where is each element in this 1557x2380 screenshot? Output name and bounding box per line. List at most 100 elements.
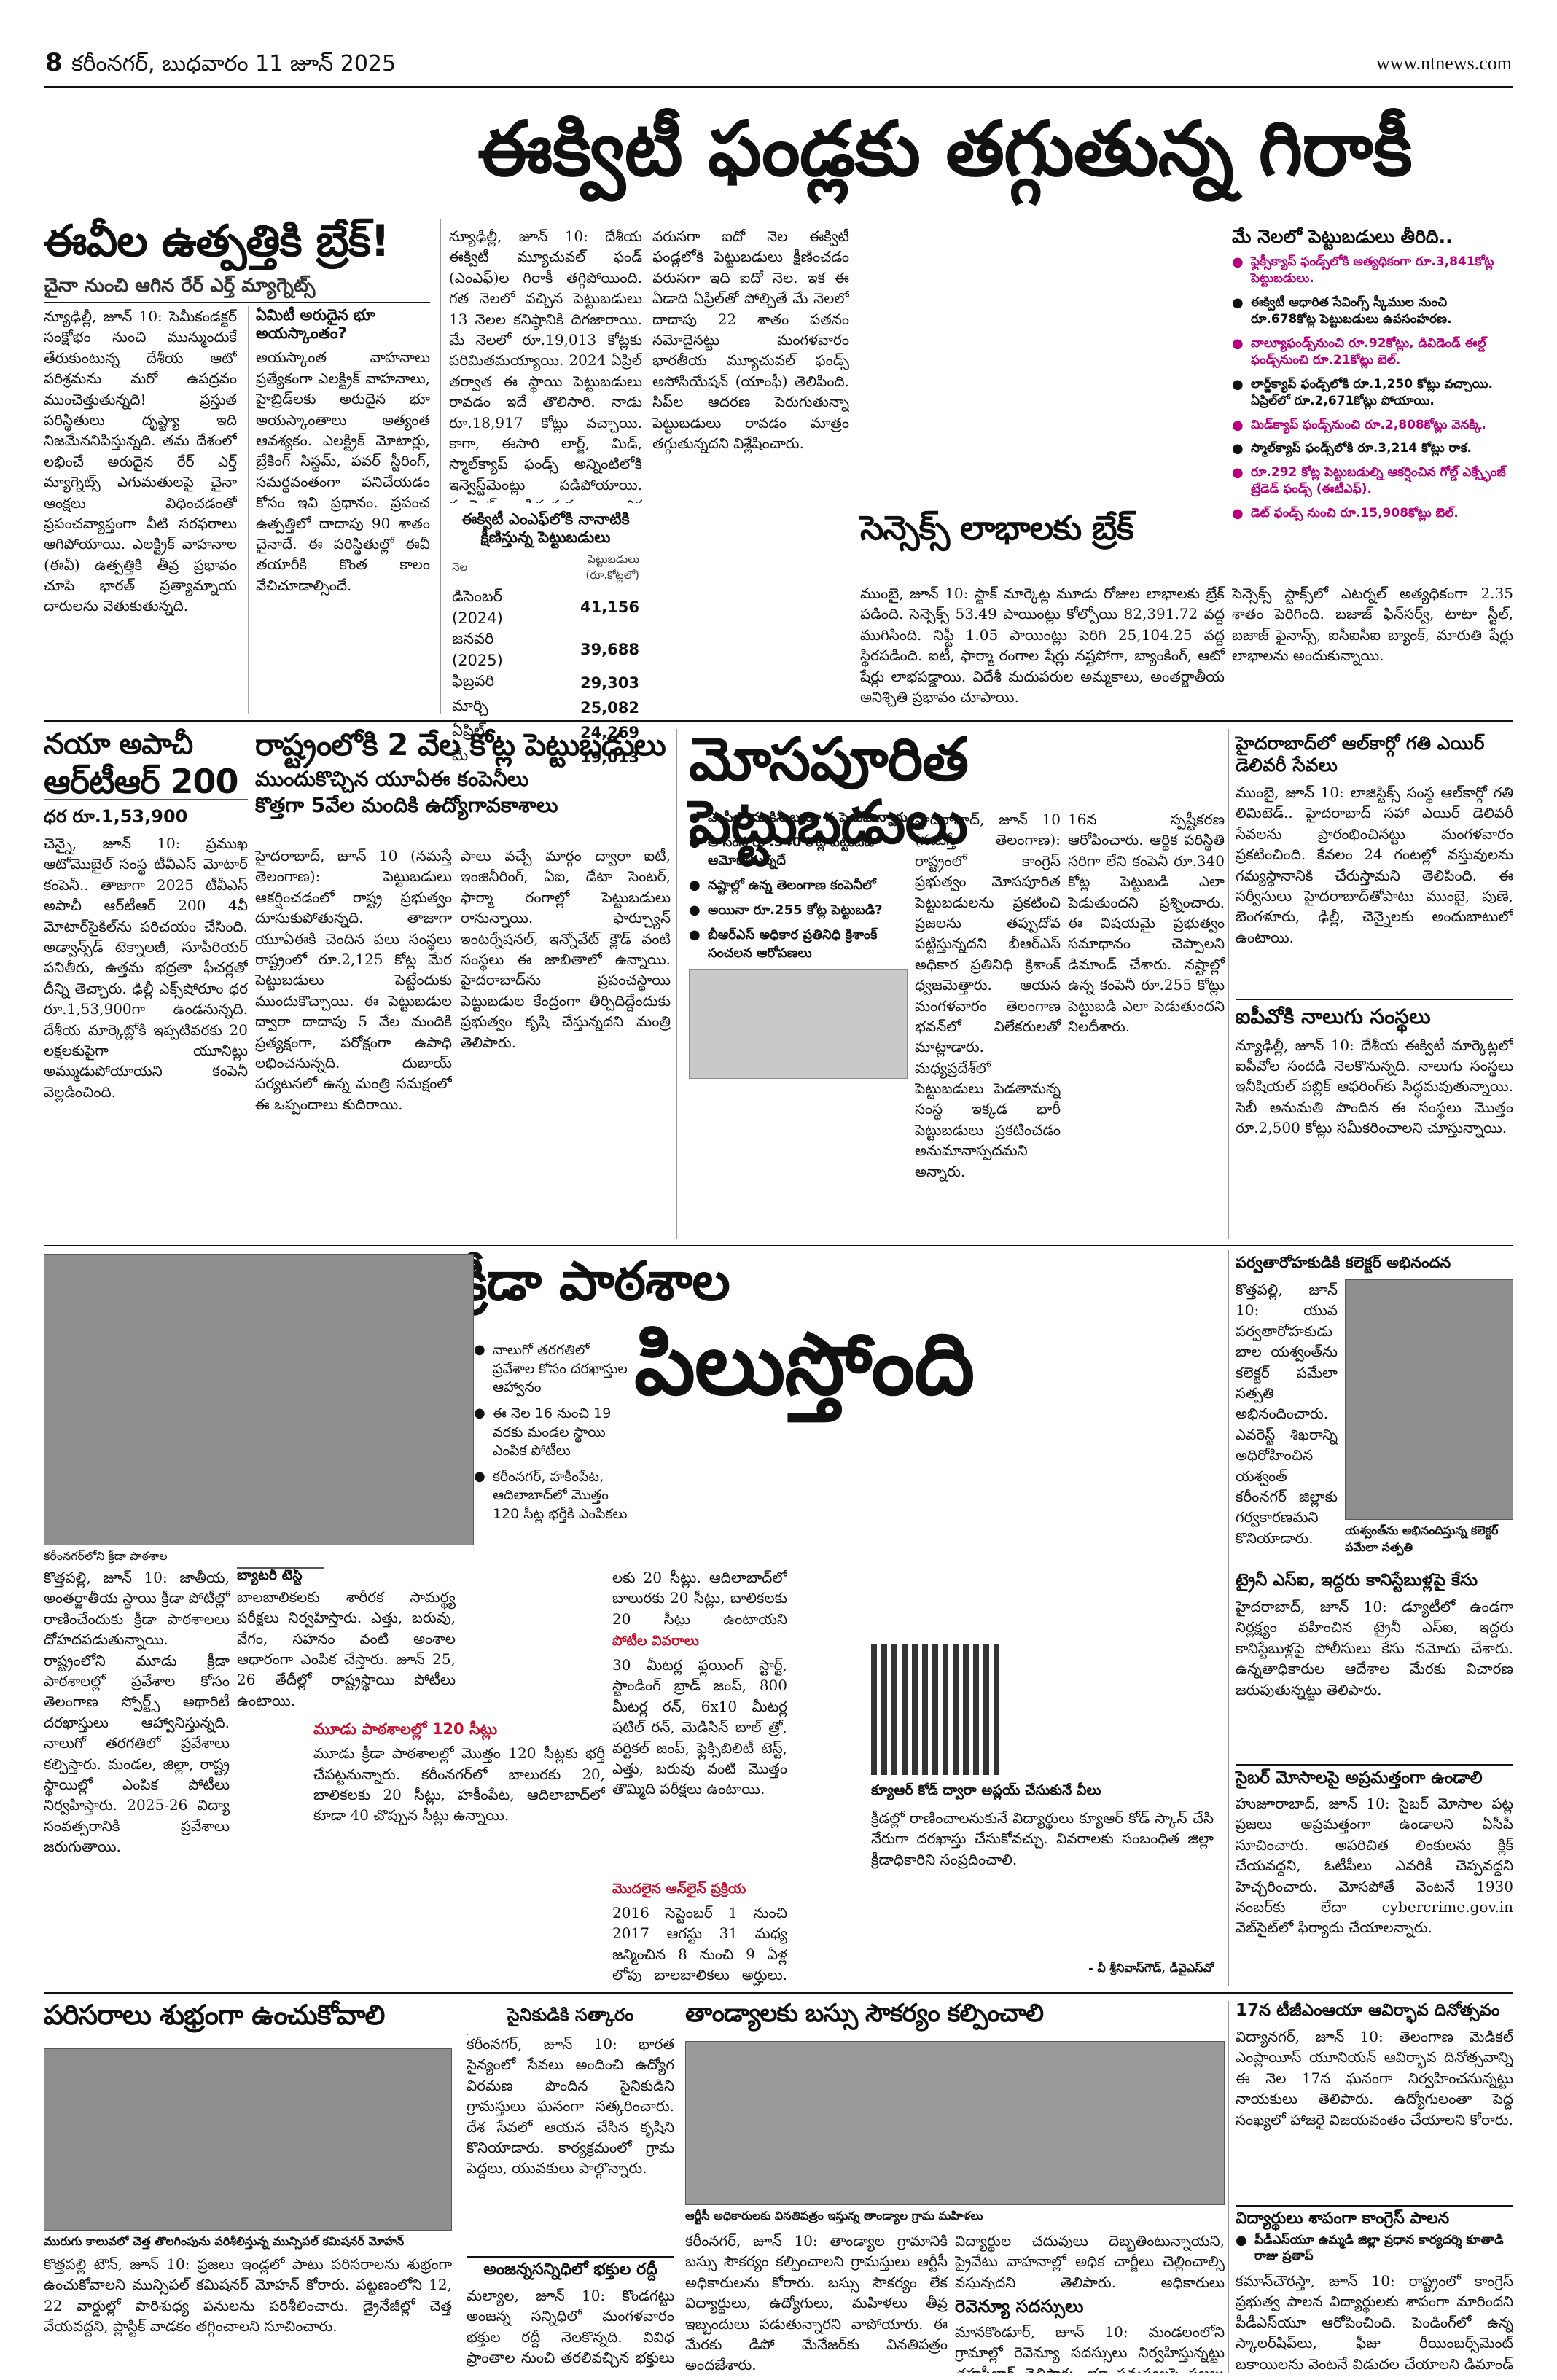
ipo-headline: ఐపీవోకి నాలుగు సంస్థలు (1236, 999, 1513, 1029)
funds-table: ఈక్విటీ ఎంఎఫ్‌లోకి నానాటికి క్షీణిస్తున్… (449, 510, 642, 770)
online-process-title: మొదలైన ఆన్‌లైన్ ప్రక్రియ (612, 1881, 746, 1897)
table-cell-value: 41,156 (580, 598, 639, 617)
sports-box-title: బ్యాటరీ టెస్ట్ (237, 1567, 303, 1583)
seats-box: మూడు పాఠశాలల్లో 120 సీట్లు మూడు క్రీడా ప… (313, 1720, 605, 1962)
cyber-body: హుజూరాబాద్, జూన్ 10: సైబర్ మోసాల పట్ల ప్… (1236, 1795, 1513, 1937)
airdelivery-body: ముంబై, జూన్ 10: లాజిస్టిక్స్ సంస్థ ఆల్‌క… (1236, 784, 1513, 946)
table-cell-value: 24,269 (580, 724, 639, 742)
seats-body: మూడు క్రీడా పాఠశాలల్లో మొత్తం 120 సీట్లక… (313, 1744, 605, 1825)
table-cell-month: డిసెంబర్ (2024) (452, 588, 503, 628)
cleanliness-photo-caption: మురుగు కాలువలో చెత్త తొలగింపును పరిశీలిస… (44, 2234, 405, 2248)
sports-photo (44, 1254, 474, 1545)
sports-headline-1: క్రీడా పాఠశాల (459, 1250, 730, 1313)
anjaneya-headline: అంజన్నసన్నిధిలో భక్తుల రద్దీ (467, 2256, 674, 2279)
sports-col3: లకు 20 సీట్లు. ఆదిలాబాద్‌లో బాలురకు 20 స… (612, 1569, 787, 1626)
list-item: ఈ నెల 16 నుంచి 19 వరకు మండల స్థాయి ఎంపిక… (474, 1405, 634, 1461)
sports-photo-caption: కరీంనగర్‌లోని క్రీడా పాఠశాల (44, 1549, 168, 1563)
sensex-body: ముంబై, జూన్ 10: స్టాక్ మార్కెట్ల మూడు రో… (860, 585, 1225, 706)
section-rule (44, 1992, 1513, 1994)
evs-box-title: ఏమిటీ అరుదైన భూ అయస్కాంతం? (256, 306, 375, 343)
table-cell-month: ఏప్రిల్ (452, 722, 485, 740)
cleanliness-headline: పరిసరాలు శుభ్రంగా ఉంచుకోవాలి (44, 1999, 385, 2031)
sports-body: కొత్తపల్లి, జూన్ 10: జాతీయ, అంతర్జాతీయ స… (44, 1569, 230, 1856)
funds-table-title: ఈక్విటీ ఎంఎఫ్‌లోకి నానాటికి క్షీణిస్తున్… (461, 510, 630, 547)
table-cell-value: 29,303 (580, 674, 639, 692)
sensex-body-2: సెన్సెక్స్ స్టాక్స్‌లో ఎటర్నల్ అత్యధికంగ… (1232, 585, 1513, 665)
table-cell-month: ఫిబ్రవరి (452, 672, 495, 690)
fraud-bullets: ఎంపీలో మాకినీ బయో న పెడుమన్నారు ఆ సంస్థ … (689, 809, 908, 962)
uae-sub-2: కొత్తగా 5వేల మందికి ఉద్యోగావకాశాలు (255, 792, 558, 817)
table-header-month: నెల (452, 561, 468, 574)
list-item: ఫ్లెక్సీక్యాప్ ఫండ్స్‌లోకి అత్యధికంగా రూ… (1232, 254, 1513, 287)
page-number: 8 (45, 48, 63, 77)
evs-story: ఈవీల ఉత్పత్తికి బ్రేక్! చైనా నుంచి ఆగిన … (44, 216, 430, 304)
sports-bullets-box: నాలుగో తరగతిలో ప్రవేశాల కోసం దరఖాస్తుల ఆ… (474, 1341, 634, 1532)
qr-code-image[interactable] (871, 1644, 1002, 1775)
section-rule (44, 720, 1513, 722)
fraud-photo (689, 969, 908, 1080)
masthead-rule (44, 86, 1513, 88)
revenue-headline: రెవెన్యూ సదస్సులు (955, 2296, 1084, 2317)
table-cell-value: 25,082 (580, 699, 639, 717)
airdelivery-story: హైదరాబాద్‌లో ఆల్‌కార్గో గతి ఎయిర్ డెలివర… (1236, 733, 1513, 979)
table-header-value: పెట్టుబడులు (రూ.కోట్లలో) (585, 553, 639, 582)
bus-photo (685, 2041, 1225, 2205)
evs-body: న్యూఢిల్లీ, జూన్ 10: సెమీకండక్టర్ సంక్షో… (44, 308, 237, 615)
lead-headline: ఈక్విటీ ఫండ్లకు తగ్గుతున్న గిరాకీ (477, 104, 1413, 193)
collector-photo-caption: యశ్వంత్‌ను అభినందిస్తున్న కలెక్టర్ పమేలా… (1345, 1523, 1499, 1554)
list-item: రూ.292 కోట్ల పెట్టుబడుల్ని ఆకర్షించిన గో… (1232, 464, 1513, 498)
case-body: హైదరాబాద్, జూన్ 10: డ్యూటీలో ఉండగా నిర్ల… (1236, 1598, 1513, 1698)
uae-sub-1: ముందుకొచ్చిన యూఏఈ కంపెనీలు (255, 767, 529, 792)
sports-box-body: బాలబాలికలకు శారీరక సామర్థ్య పరీక్షలు నిర… (237, 1588, 456, 1709)
table-row: ఫిబ్రవరి 29,303 (449, 671, 642, 695)
satkaram-headline: సైనికుడికి సత్కారం (507, 2005, 634, 2025)
qr-title: క్యూఆర్ కోడ్ ద్వారా అప్లయ్ చేసుకునే వీలు (871, 1782, 1101, 1798)
ipo-body: న్యూఢిల్లీ, జూన్ 10: దేశీయ ఈక్విటీ మార్క… (1236, 1036, 1513, 1137)
table-row: మే 19,013 (449, 745, 642, 770)
table-cell-month: మే (452, 746, 469, 765)
collector-photo (1345, 1279, 1513, 1520)
table-cell-month: జనవరి (2025) (452, 630, 503, 670)
list-item: అయినా రూ.255 కోట్ల పెట్టుబడి? (689, 902, 908, 920)
list-item: స్మాల్‌క్యాప్ ఫండ్స్‌లోకి రూ.3,214 కోట్ల… (1232, 440, 1513, 458)
table-cell-month: మార్చి (452, 697, 488, 715)
divider (676, 729, 677, 1239)
sports-bullets: నాలుగో తరగతిలో ప్రవేశాల కోసం దరఖాస్తుల ఆ… (474, 1341, 634, 1524)
date-line: కరీంనగర్, బుధవారం 11 జూన్ 2025 (71, 51, 397, 77)
list-item: నష్టాల్లో ఉన్న తెలంగాణ కంపెనీలో (689, 877, 908, 895)
evs-subheadline: చైనా నుంచి ఆగిన రేర్ ఎర్త్ మ్యాగ్నెట్స్ (44, 275, 430, 304)
sensex-headline: సెన్సెక్స్ లాభాలకు బ్రేక్ (860, 508, 1134, 547)
lead-side-box: మే నెలలో పెట్టుబడులు తీరిది.. ఫ్లెక్సీక్… (1232, 226, 1513, 529)
list-item: వాల్యూఫండ్స్‌నుంచి రూ.92కోట్లు, డివిడెండ… (1232, 335, 1513, 369)
qr-body: క్రీడల్లో రాణించాలనుకునే విద్యార్థులు క్… (871, 1809, 1214, 1868)
bus-headline: తాండ్యాలకు బస్సు సౌకర్యం కల్పించాలి (685, 1999, 1044, 2028)
satkaram-body: కరీంనగర్, జూన్ 10: భారత సైన్యంలో సేవలు అ… (467, 2035, 674, 2177)
table-row: డిసెంబర్ (2024) 41,156 (449, 586, 642, 628)
lead-side-title: మే నెలలో పెట్టుబడులు తీరిది.. (1232, 226, 1453, 247)
table-cell-value: 19,013 (580, 749, 639, 767)
website-link[interactable]: www.ntnews.com (1375, 52, 1512, 74)
lead-side-list: ఫ్లెక్సీక్యాప్ ఫండ్స్‌లోకి అత్యధికంగా రూ… (1232, 254, 1513, 523)
uae-body: హైదరాబాద్, జూన్ 10 (నమస్తే తెలంగాణ): పెట… (255, 847, 452, 1113)
cyber-headline: సైబర్ మోసాలపై అప్రమత్తంగా ఉండాలి (1236, 1764, 1513, 1789)
bus-body: కరీంనగర్, జూన్ 10: తాండ్యాల గ్రామానికి బ… (685, 2232, 948, 2373)
table-cell-value: 39,688 (580, 641, 639, 659)
list-item: మిడ్‌క్యాప్ ఫండ్స్‌నుంచి రూ.2,808కోట్లు … (1232, 417, 1513, 434)
table-row: జనవరి (2025) 39,688 (449, 628, 642, 671)
funds-table-grid: నెల పెట్టుబడులు (రూ.కోట్లలో) డిసెంబర్ (2… (449, 551, 642, 770)
cleanliness-photo (44, 2048, 452, 2231)
fraud-body-2: 16న స్పష్టీకరణ ఆరోపించారు. ఆర్థిక పరిస్థ… (1068, 811, 1225, 1035)
eligibility-body: 30 మీటర్ల ఫ్లయింగ్ స్టార్ట్, స్టాండింగ్ … (612, 1656, 787, 1798)
evs-headline: ఈవీల ఉత్పత్తికి బ్రేక్! (44, 216, 390, 267)
revenue-body: మానకొండూర్, జూన్ 10: మండలంలోని గ్రామాల్ల… (955, 2323, 1225, 2373)
bus-photo-caption: ఆర్టీసీ అధికారులకు వినతిపత్రం ఇస్తున్న త… (685, 2209, 983, 2223)
tgmeu-headline: 17న టీజీఎంఆయా ఆవిర్భావ దినోత్సవం (1236, 2001, 1500, 2020)
airdelivery-headline: హైదరాబాద్‌లో ఆల్‌కార్గో గతి ఎయిర్ డెలివర… (1236, 733, 1485, 776)
eligibility-title: పోటీల వివరాలు (612, 1633, 699, 1649)
list-item: బీఆర్ఎస్ అధికార ప్రతినిధి క్రిశాంక్ సంచల… (689, 926, 908, 962)
list-item: కరీంనగర్, హకీంపేట, ఆదిలాబాద్‌లో మొత్తం 1… (474, 1468, 634, 1524)
divider (1228, 2001, 1229, 2373)
list-item: లార్జ్‌క్యాప్ ఫండ్స్‌లోకి రూ.1,250 కోట్ల… (1232, 376, 1513, 410)
apache-price: ధర రూ.1,53,900 (44, 806, 188, 827)
apache-headline: నయా అపాచీ (44, 727, 193, 761)
